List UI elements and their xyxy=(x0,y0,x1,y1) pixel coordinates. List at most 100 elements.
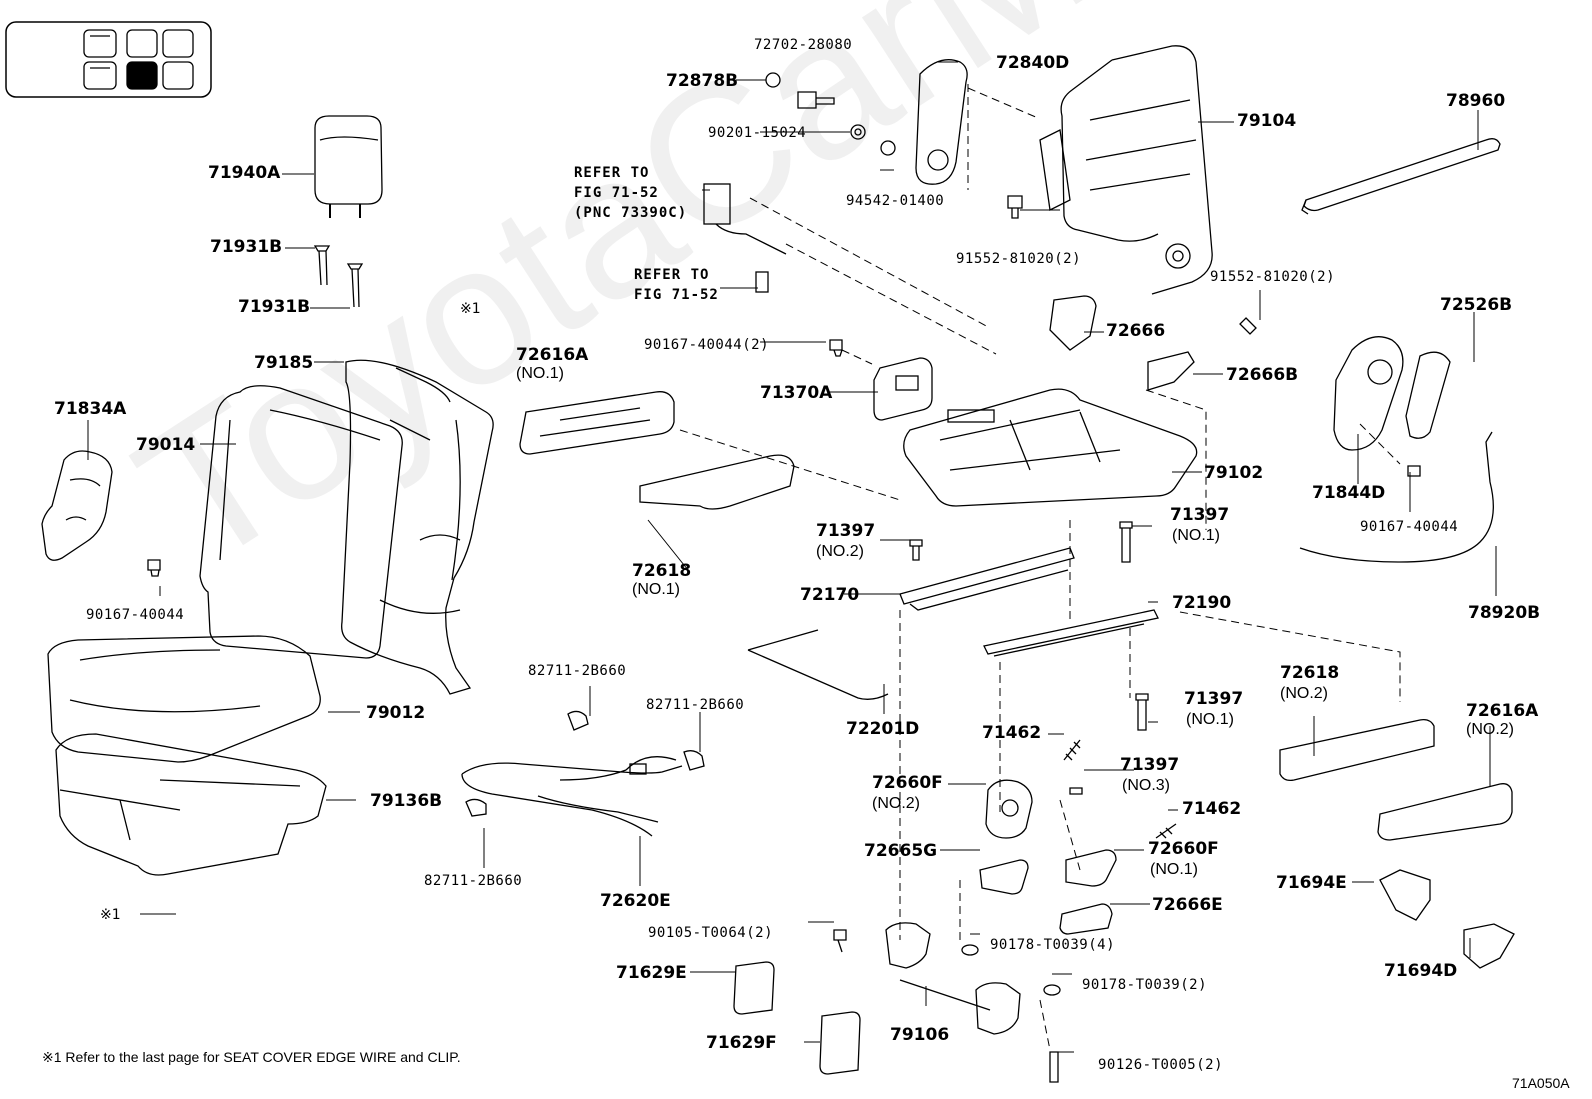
bolt-90167-40044-2-drawing xyxy=(829,339,843,357)
recliner-cover-drawing xyxy=(1333,336,1451,451)
part-label-90167-40044-a: 90167-40044 xyxy=(86,607,185,623)
part-label-71694D: 71694D xyxy=(1384,961,1458,981)
part-label-71462-b: 71462 xyxy=(1182,799,1242,819)
part-label-78960: 78960 xyxy=(1446,91,1506,111)
hinge-hardware-drawing xyxy=(765,72,896,156)
part-label-72840D: 72840D xyxy=(996,53,1070,73)
bolt-90167-40044-a-drawing xyxy=(147,559,161,577)
pin-71397-drawing xyxy=(909,521,1149,795)
part-label-91552-81020-a: 91552-81020(2) xyxy=(956,251,1082,267)
bracket-72666-drawing xyxy=(1049,295,1097,351)
cover-72618-no2-drawing xyxy=(1279,718,1435,782)
bracket-72666B-drawing xyxy=(1147,351,1195,391)
refer-note-1-line1: REFER TO xyxy=(574,165,650,181)
part-label-90126-T0005: 90126-T0005(2) xyxy=(1098,1057,1224,1073)
part-label-72526B: 72526B xyxy=(1440,295,1513,315)
covers-71629-drawing xyxy=(733,961,861,1075)
spring-71462-drawing xyxy=(1063,739,1177,839)
shield-72616A-no2-drawing xyxy=(1377,783,1513,841)
bracket-72665G-drawing xyxy=(979,859,1029,895)
part-label-90105-T0064: 90105-T0064(2) xyxy=(648,925,774,941)
part-label-72618-no1: 72618 xyxy=(632,561,692,581)
part-label-90167-40044-b: 90167-40044 xyxy=(1360,519,1459,535)
part-label-72618-no1-sub: (NO.1) xyxy=(632,581,680,598)
part-label-71397-no2-sub: (NO.2) xyxy=(816,543,864,560)
clip-drawing xyxy=(465,710,705,817)
part-label-79185: 79185 xyxy=(254,353,314,373)
refer-note-2-line2: FIG 71-52 xyxy=(634,287,719,303)
seat-belt-buckle-drawing xyxy=(703,183,787,293)
bolt-90105-drawing xyxy=(833,929,847,953)
seat-cushion-frame-drawing xyxy=(903,388,1198,507)
footnote: ※1 Refer to the last page for SEAT COVER… xyxy=(42,1049,461,1065)
leader-lines xyxy=(87,61,1497,1053)
part-label-71370A: 71370A xyxy=(760,383,833,403)
bolt-90167-40044-b-drawing xyxy=(1407,465,1421,477)
part-label-72616A-no1-sub: (NO.1) xyxy=(516,365,564,382)
part-label-82711-2B660-b: 82711-2B660 xyxy=(646,697,745,713)
release-strap-drawing xyxy=(1301,138,1501,215)
seat-location-indicator xyxy=(5,21,212,98)
part-label-78920B: 78920B xyxy=(1468,603,1541,623)
part-label-72666E: 72666E xyxy=(1152,895,1223,915)
cover-71370A-drawing xyxy=(873,357,933,421)
part-label-72618-no2-sub: (NO.2) xyxy=(1280,685,1328,702)
part-label-79014: 79014 xyxy=(136,435,196,455)
covers-71694-drawing xyxy=(1379,869,1515,969)
dashed-assembly-lines xyxy=(679,84,1401,1051)
callout-mark-bottom: ※1 xyxy=(100,907,121,923)
nut-90178-drawing xyxy=(961,944,1061,996)
part-label-71931B-a: 71931B xyxy=(210,237,283,257)
part-label-79106: 79106 xyxy=(890,1025,950,1045)
part-label-71462-a: 71462 xyxy=(982,723,1042,743)
part-label-91552-81020-b: 91552-81020(2) xyxy=(1210,269,1336,285)
part-label-72618-no2: 72618 xyxy=(1280,663,1340,683)
part-label-71694E: 71694E xyxy=(1276,873,1347,893)
wire-harness-drawing xyxy=(461,756,683,837)
headrest-drawing xyxy=(314,115,383,218)
part-label-71397-no2: 71397 xyxy=(816,521,876,541)
seat-cushion-pad-drawing xyxy=(55,733,327,876)
part-label-71397-no1a-sub: (NO.1) xyxy=(1172,527,1220,544)
cable-78920B-drawing xyxy=(1299,431,1494,563)
part-label-90178-T0039-4: 90178-T0039(4) xyxy=(990,937,1116,953)
part-label-71834A: 71834A xyxy=(54,399,127,419)
part-label-82711-2B660-c: 82711-2B660 xyxy=(424,873,523,889)
part-label-72660F-no2-sub: (NO.2) xyxy=(872,795,920,812)
part-label-72616A-no2: 72616A xyxy=(1466,701,1539,721)
seat-track-72190-drawing xyxy=(983,609,1159,657)
hinge-cover-drawing xyxy=(915,59,968,185)
diagram-code: 71A050A xyxy=(1512,1075,1570,1091)
recliner-72660F-no2-drawing xyxy=(985,779,1033,839)
part-label-72666B: 72666B xyxy=(1226,365,1299,385)
part-label-72170: 72170 xyxy=(800,585,860,605)
part-label-71397-no3-sub: (NO.3) xyxy=(1122,777,1170,794)
part-label-90201-15024: 90201-15024 xyxy=(708,125,807,141)
part-label-71397-no1b-sub: (NO.1) xyxy=(1186,711,1234,728)
refer-note-1-line2: FIG 71-52 xyxy=(574,185,659,201)
recliner-72660F-no1-drawing xyxy=(1065,849,1117,887)
part-label-90167-40044-2: 90167-40044(2) xyxy=(644,337,770,353)
seat-cushion-cover-drawing xyxy=(47,635,321,763)
part-label-79102: 79102 xyxy=(1204,463,1264,483)
part-label-71931B-b: 71931B xyxy=(238,297,311,317)
part-label-71844D: 71844D xyxy=(1312,483,1386,503)
side-cover-71834A-drawing xyxy=(41,450,113,561)
part-label-72665G: 72665G xyxy=(864,841,938,861)
part-label-72878B: 72878B xyxy=(666,71,739,91)
part-label-72616A-no1: 72616A xyxy=(516,345,589,365)
part-label-71397-no3: 71397 xyxy=(1120,755,1180,775)
part-label-79012: 79012 xyxy=(366,703,426,723)
part-label-72616A-no2-sub: (NO.2) xyxy=(1466,721,1514,738)
part-label-71397-no1a: 71397 xyxy=(1170,505,1230,525)
headrest-support-drawing xyxy=(313,245,364,308)
part-label-72660F-no2: 72660F xyxy=(872,773,943,793)
stud-90126-drawing xyxy=(1049,1051,1059,1083)
part-label-72201D: 72201D xyxy=(846,719,920,739)
cover-72618-no1-drawing xyxy=(639,454,795,510)
part-label-72660F-no1: 72660F xyxy=(1148,839,1219,859)
part-label-71940A: 71940A xyxy=(208,163,281,183)
part-label-79136B: 79136B xyxy=(370,791,443,811)
part-label-72660F-no1-sub: (NO.1) xyxy=(1150,861,1198,878)
refer-note-1-line3: (PNC 73390C) xyxy=(574,205,688,221)
